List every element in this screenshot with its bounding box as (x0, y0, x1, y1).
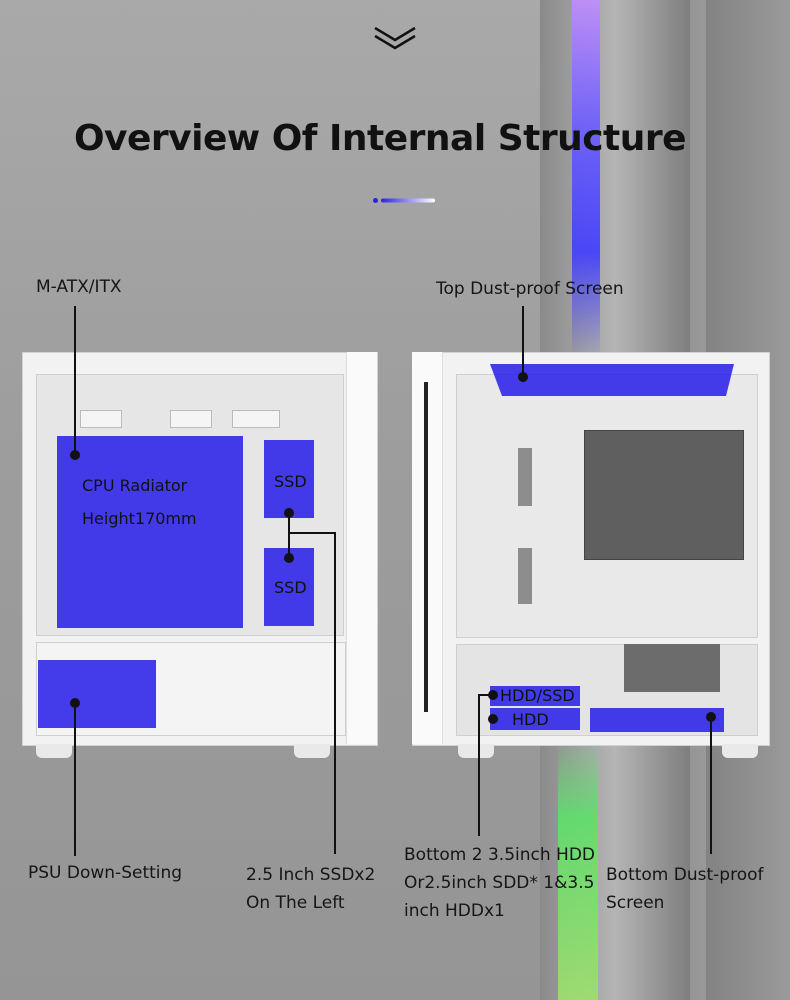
title-underline (373, 198, 435, 203)
purple-light-strip (572, 0, 600, 360)
hdd-pointer-horizontal (480, 694, 492, 696)
ssd-left-label-line1: 2.5 Inch SSDx2 (246, 865, 376, 885)
bottom-dust-label-line2: Screen (606, 893, 665, 913)
right-case-illustration (412, 352, 770, 762)
cpu-radiator-label: CPU Radiator (82, 476, 188, 495)
cpu-radiator-zone (57, 436, 243, 628)
psu-zone (38, 660, 156, 728)
ssd-bottom-label: SSD (274, 578, 307, 597)
ssd-top-zone (264, 440, 314, 518)
ssd-left-label-line2: On The Left (246, 893, 345, 913)
matx-pointer-line (74, 306, 76, 454)
ssd-pointer-vertical (288, 512, 290, 558)
cpu-radiator-height: Height170mm (82, 509, 197, 528)
green-light-strip (558, 740, 598, 1000)
bottom-hdd-label-line1: Bottom 2 3.5inch HDD (404, 845, 596, 865)
ssd-pointer-down (334, 532, 336, 854)
ssd-pointer-horizontal (288, 532, 336, 534)
hdd-ssd-pointer-dot (488, 690, 498, 700)
bottom-dust-label-line1: Bottom Dust-proof (606, 865, 764, 885)
bottom-dust-pointer-line (710, 716, 712, 854)
double-chevron-down-icon (374, 26, 416, 50)
hdd-ssd-zone (490, 686, 580, 706)
matx-label: M-ATX/ITX (36, 277, 122, 297)
top-dust-screen-zone (490, 364, 734, 396)
page-title: Overview Of Internal Structure (73, 118, 687, 159)
hdd-label: HDD (512, 710, 549, 729)
top-dust-label: Top Dust-proof Screen (436, 279, 624, 299)
bottom-hdd-label-line2: Or2.5inch SDD* 1&3.5 (404, 873, 595, 893)
hdd-ssd-label: HDD/SSD (500, 686, 575, 705)
ssd-top-label: SSD (274, 472, 307, 491)
hdd-pointer-line (478, 694, 480, 836)
hdd-zone (490, 708, 580, 730)
ssd-bottom-pointer-dot (284, 553, 294, 563)
top-dust-pointer-dot (518, 372, 528, 382)
top-dust-pointer-line (522, 306, 524, 376)
bottom-dust-screen-zone (590, 708, 724, 732)
bottom-hdd-label-line3: inch HDDx1 (404, 901, 505, 921)
psu-pointer-line (74, 702, 76, 856)
matx-pointer-dot (70, 450, 80, 460)
hdd-pointer-dot (488, 714, 498, 724)
psu-label: PSU Down-Setting (28, 863, 183, 883)
